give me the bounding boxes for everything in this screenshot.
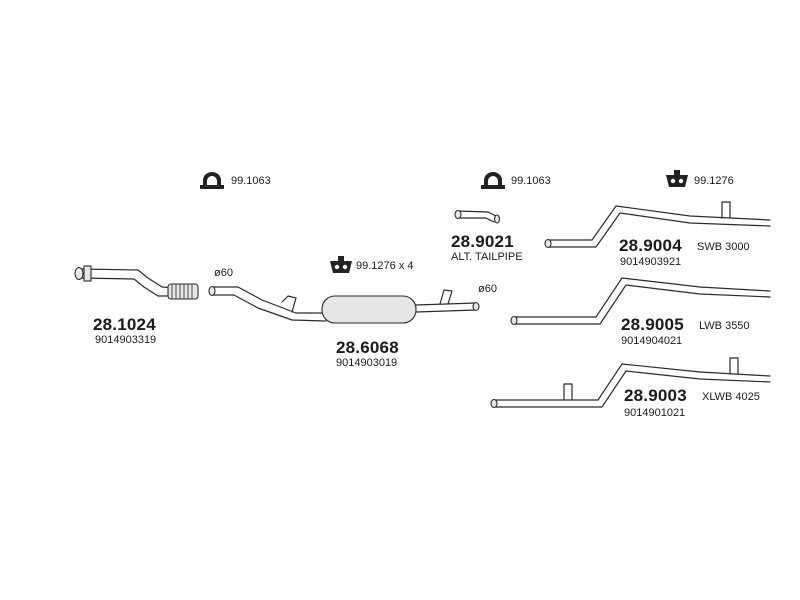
- part-number: 28.9005: [621, 315, 684, 334]
- part-number: 28.9004: [619, 236, 682, 255]
- oem-number: 9014904021: [621, 335, 683, 347]
- tail-lwb-drawing: [510, 277, 771, 326]
- variant-label: LWB 3550: [699, 320, 750, 332]
- part-number: 28.9021: [451, 232, 514, 251]
- part-number: 28.9003: [624, 386, 687, 405]
- alt-tailpipe-drawing: [454, 209, 501, 224]
- front-pipe-drawing: [74, 265, 199, 300]
- part-number: 28.6068: [336, 338, 399, 357]
- clamp-code: 99.1276 x 4: [356, 260, 414, 272]
- diameter-label: ø60: [214, 267, 233, 279]
- oem-number: 9014903319: [95, 334, 157, 346]
- part-number: 28.1024: [93, 315, 156, 334]
- diameter-label: ø60: [478, 283, 497, 295]
- clamp-code: 99.1063: [511, 175, 551, 187]
- rubber-hanger-icon: [666, 170, 688, 187]
- centre-silencer-drawing: [208, 285, 480, 324]
- variant-label: XLWB 4025: [702, 391, 760, 403]
- tail-swb-drawing: [544, 201, 771, 249]
- open-clamp-icon: [481, 172, 505, 189]
- oem-number: 9014903921: [620, 256, 682, 268]
- variant-label: SWB 3000: [697, 241, 750, 253]
- oem-number: 9014903019: [336, 357, 398, 369]
- oem-number: 9014901021: [624, 407, 686, 419]
- rubber-hanger-icon: [330, 256, 352, 273]
- clamp-code: 99.1063: [231, 175, 271, 187]
- clamp-code: 99.1276: [694, 175, 734, 187]
- open-clamp-icon: [200, 172, 224, 189]
- tail-xlwb-drawing: [490, 357, 771, 409]
- part-note: ALT. TAILPIPE: [451, 251, 523, 263]
